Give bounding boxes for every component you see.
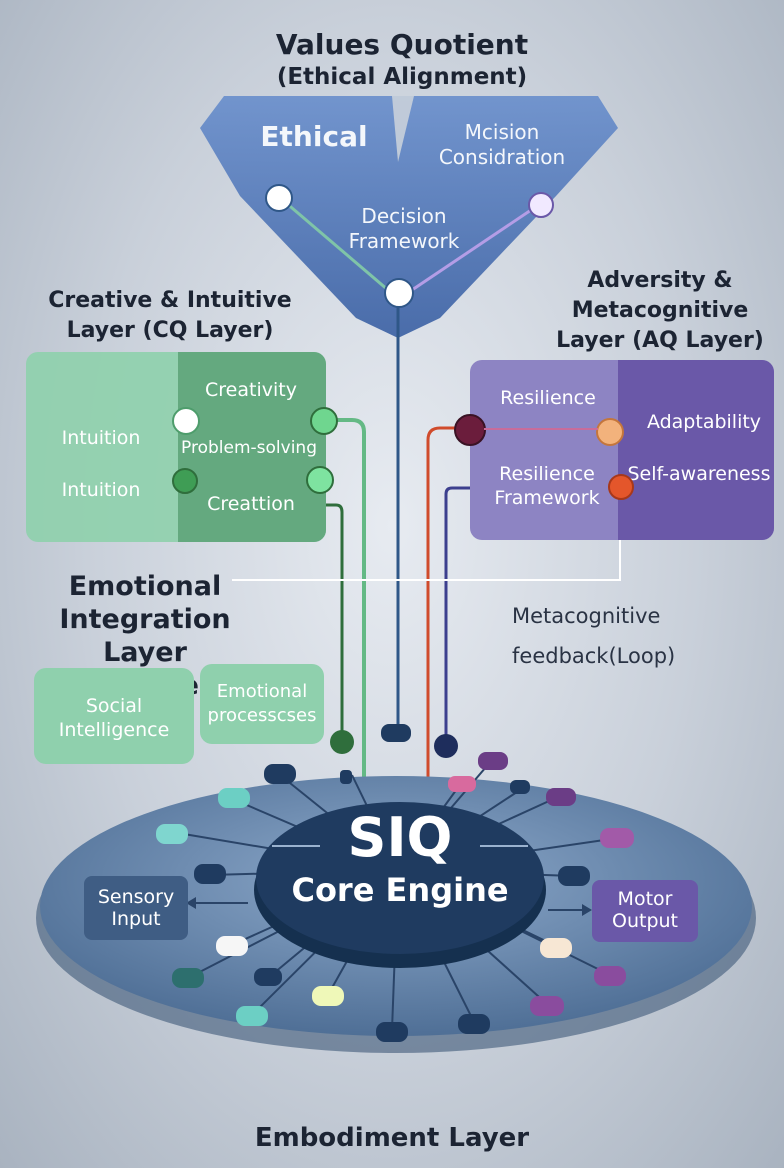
eq-emotional-box xyxy=(200,664,324,744)
values-funnel xyxy=(200,96,618,338)
aq-node-adaptability xyxy=(596,418,624,446)
framework-node xyxy=(384,278,414,308)
sensory-input-box xyxy=(84,876,188,940)
aq-self-awareness: Self-awareness xyxy=(627,463,771,485)
aq-resilience-framework: Resilience Framework xyxy=(494,463,600,509)
pod xyxy=(264,764,296,784)
aq-node-resilience xyxy=(454,414,486,446)
feedback-line xyxy=(232,540,621,581)
funnel-line-left xyxy=(277,194,389,292)
aq-node-self-awareness xyxy=(608,474,634,500)
aq-adaptability: Adaptability xyxy=(646,411,762,433)
cq-creation: Creattion xyxy=(207,493,295,515)
wire-cq-1 xyxy=(325,418,366,790)
pod xyxy=(540,938,572,958)
eq-wire-node xyxy=(330,730,354,754)
cq-intuition-1: Intuition xyxy=(61,427,141,449)
pod xyxy=(216,936,248,956)
pod xyxy=(510,780,530,794)
eq-title: Emotional Integration Layer (EQ Layer) xyxy=(59,571,231,701)
wire-aq-1 xyxy=(426,426,468,795)
motor-arrow xyxy=(582,904,592,916)
motor-output-label: Motor Output xyxy=(612,888,678,932)
consideration-node xyxy=(528,192,554,218)
metacognitive-feedback-label: Metacognitive feedback(Loop) xyxy=(512,604,676,668)
pod xyxy=(478,752,508,770)
eq-emotional-label: Emotional processcses xyxy=(207,681,317,726)
ethical-node xyxy=(265,184,293,212)
pod xyxy=(530,996,564,1016)
embodiment-label: Embodiment Layer xyxy=(254,1123,530,1153)
pod xyxy=(172,968,204,988)
wire-aq-2 xyxy=(444,486,470,742)
pod xyxy=(594,966,626,986)
pod xyxy=(376,1022,408,1042)
cq-node-creativity xyxy=(310,407,338,435)
pod xyxy=(194,864,226,884)
funnel-line-right xyxy=(411,202,541,292)
aq-wire-node xyxy=(434,734,458,758)
pod xyxy=(448,776,476,792)
pod xyxy=(218,788,250,808)
aq-resilience: Resilience xyxy=(500,387,596,409)
cq-intuition-2: Intuition xyxy=(61,479,141,501)
cq-title: Creative & Intuitive Layer (CQ Layer) xyxy=(48,288,292,343)
pod xyxy=(546,788,576,806)
aq-title: Adversity & Metacognitive Layer (AQ Laye… xyxy=(556,268,764,353)
cq-node-white xyxy=(172,407,200,435)
pod xyxy=(156,824,188,844)
funnel-divider xyxy=(392,96,414,162)
sensory-input-label: Sensory Input xyxy=(97,886,175,930)
pod xyxy=(458,1014,490,1034)
cq-creativity: Creativity xyxy=(205,379,297,401)
values-subtitle: (Ethical Alignment) xyxy=(276,64,528,90)
wire-cq-2 xyxy=(318,503,344,740)
sensory-arrow xyxy=(186,897,196,909)
eq-social-label: Social Intelligence xyxy=(58,695,170,741)
pod xyxy=(558,866,590,886)
pod xyxy=(600,828,634,848)
decision-consideration-label: Mcision Considration xyxy=(438,120,566,169)
aq-panel-right xyxy=(618,360,774,540)
values-title: Values Quotient xyxy=(275,28,529,61)
pod xyxy=(236,1006,268,1026)
pod-top xyxy=(381,724,411,742)
pod xyxy=(254,968,282,986)
ethical-label: Ethical xyxy=(260,120,368,153)
pod xyxy=(340,770,352,784)
cq-problem-solving: Problem-solving xyxy=(181,438,317,458)
cq-panel-right xyxy=(178,352,326,542)
motor-output-box xyxy=(592,880,698,942)
core-title: SIQ xyxy=(347,806,453,869)
eq-social-box xyxy=(34,668,194,764)
core-engine-body xyxy=(256,802,544,954)
cq-node-intuition xyxy=(172,468,198,494)
aq-connector xyxy=(484,428,598,430)
cq-node-creation xyxy=(306,466,334,494)
pod xyxy=(312,986,344,1006)
decision-framework-label: Decision Framework xyxy=(348,204,460,253)
core-subtitle: Core Engine xyxy=(291,871,509,909)
